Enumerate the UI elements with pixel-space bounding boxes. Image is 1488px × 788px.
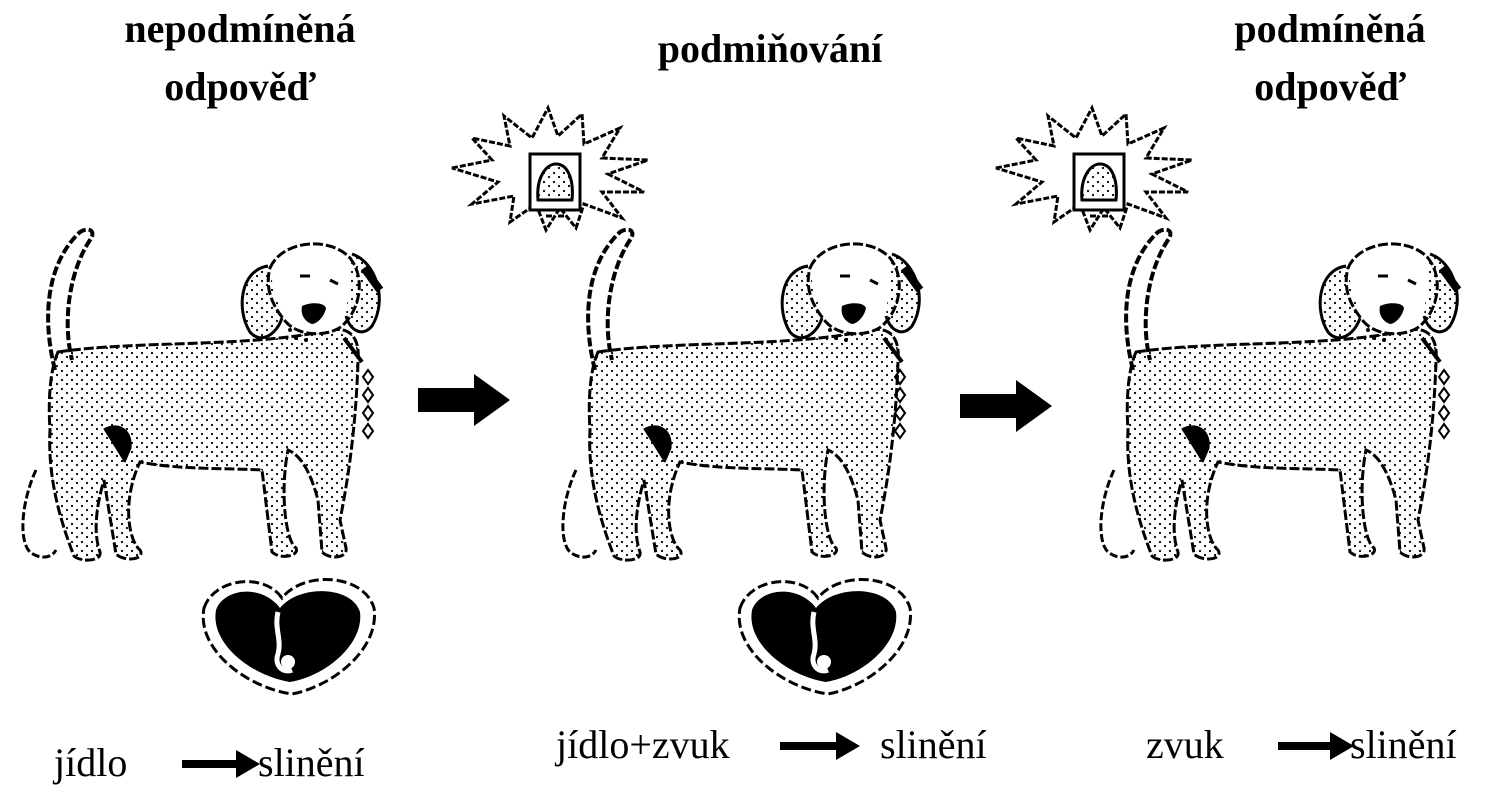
- food-bowl-icon: [739, 579, 910, 694]
- panel1-caption-response: slinění: [258, 740, 365, 786]
- dog-icon: [23, 230, 380, 561]
- saliva-drops-icon: [363, 370, 373, 438]
- bell-burst-icon: [452, 108, 648, 230]
- panel3-caption-stimulus: zvuk: [1146, 722, 1224, 768]
- arrow-right-icon: [960, 380, 1052, 432]
- panel1-caption-stimulus: jídlo: [54, 740, 127, 786]
- panel3-caption-response: slinění: [1350, 722, 1457, 768]
- arrow-right-icon: [780, 732, 860, 760]
- panel2-caption-stimulus: jídlo+zvuk: [556, 722, 730, 768]
- panel2-caption-response: slinění: [880, 722, 987, 768]
- dog-icon: [1101, 230, 1458, 561]
- arrow-right-icon: [418, 374, 510, 426]
- arrow-right-icon: [1278, 732, 1354, 760]
- bell-burst-icon: [996, 108, 1192, 230]
- arrow-right-icon: [182, 750, 260, 778]
- saliva-drops-icon: [1439, 370, 1449, 438]
- dog-icon: [563, 230, 920, 561]
- food-bowl-icon: [203, 579, 374, 694]
